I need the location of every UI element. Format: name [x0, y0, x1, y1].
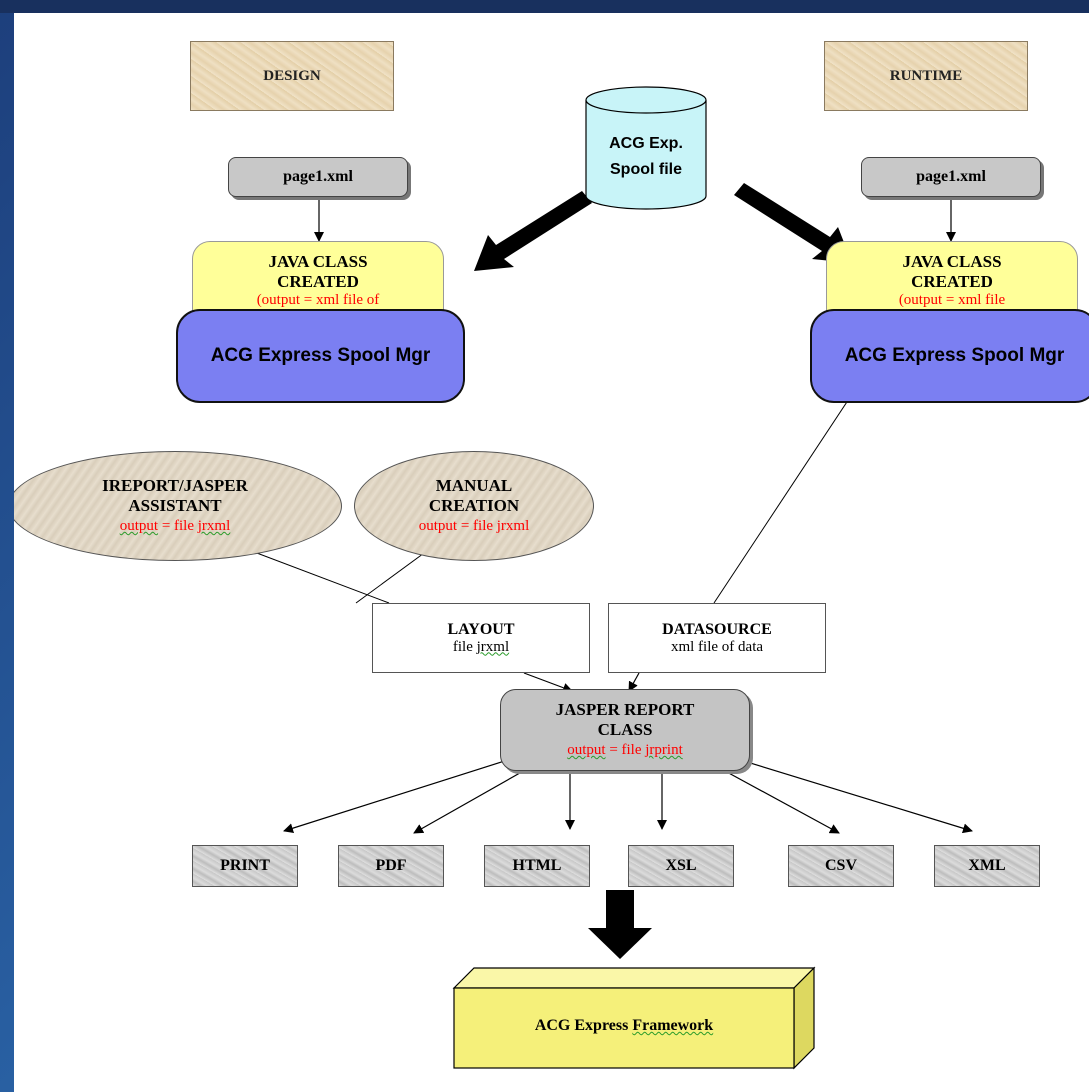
big-down-arrow — [588, 890, 652, 959]
datasource-sub: xml file of data — [670, 638, 764, 655]
ireport-line2: ASSISTANT — [128, 496, 222, 515]
jasper-output: output = file jrprint — [567, 740, 683, 760]
left-java-line2: CREATED — [277, 272, 359, 291]
layout-sub-file: jrxml — [476, 638, 510, 655]
jasper-line2: CLASS — [597, 720, 653, 739]
manual-line1: MANUAL — [435, 476, 513, 495]
thick-arrow-right — [734, 183, 852, 263]
arrow-to-print — [283, 757, 515, 834]
manual-output: output = file jrxml — [418, 518, 530, 534]
top-bar — [0, 0, 1089, 13]
runtime-label: RUNTIME — [824, 41, 1028, 111]
diagram-canvas: DESIGN RUNTIME ACG Exp. Spool file page1… — [14, 13, 1089, 1092]
spool-file-line2: Spool file — [610, 161, 682, 178]
layout-sub: file jrxml — [453, 639, 509, 656]
ireport-output: output = file jrxml — [120, 516, 231, 536]
spool-file-cylinder — [585, 86, 707, 210]
right-java-line2: CREATED — [911, 272, 993, 291]
arrow-to-pdf — [413, 764, 535, 834]
format-xml: XML — [934, 845, 1040, 887]
connector-layout-to-jasper — [523, 672, 573, 693]
design-label: DESIGN — [190, 41, 394, 111]
right-page-xml: page1.xml — [861, 157, 1041, 197]
connector-datasource-to-jasper — [628, 672, 640, 692]
framework-prefix: ACG Express — [534, 1017, 633, 1034]
left-page-xml: page1.xml — [228, 157, 408, 197]
jasper-line1: JASPER REPORT — [555, 700, 695, 719]
spool-file-line1: ACG Exp. — [609, 135, 683, 152]
arrow-to-xml — [733, 757, 973, 834]
spool-file-label: ACG Exp. Spool file — [588, 131, 704, 183]
layout-sub-prefix: file — [452, 638, 477, 655]
left-java-output: (output = xml file of — [256, 292, 380, 308]
right-spool-manager: ACG Express Spool Mgr — [810, 309, 1089, 403]
manual-creation-ellipse: MANUAL CREATION output = file jrxml — [354, 451, 594, 561]
right-java-line1: JAVA CLASS — [902, 252, 1002, 271]
manual-line2: CREATION — [428, 496, 520, 515]
layout-title: LAYOUT — [447, 620, 515, 638]
jasper-report-class: JASPER REPORT CLASS output = file jrprin… — [500, 689, 750, 771]
datasource-box: DATASOURCE xml file of data — [608, 603, 826, 673]
ireport-line1: IREPORT/JASPER — [102, 476, 248, 495]
format-print: PRINT — [192, 845, 298, 887]
ireport-output-file: jrxml — [197, 518, 231, 534]
framework-box — [452, 966, 816, 1070]
layout-box: LAYOUT file jrxml — [372, 603, 590, 673]
thick-arrow-left — [474, 191, 592, 271]
jasper-output-file: jrprint — [645, 742, 683, 758]
ireport-output-rest: = file — [158, 518, 198, 534]
framework-label: ACG Express Framework — [454, 1017, 794, 1035]
format-pdf: PDF — [338, 845, 444, 887]
left-java-line1: JAVA CLASS — [268, 252, 368, 271]
format-html: HTML — [484, 845, 590, 887]
left-spool-manager: ACG Express Spool Mgr — [176, 309, 465, 403]
format-xsl: XSL — [628, 845, 734, 887]
format-csv: CSV — [788, 845, 894, 887]
connectors-layer — [203, 86, 973, 1070]
framework-word: Framework — [632, 1017, 714, 1034]
datasource-title: DATASOURCE — [662, 620, 772, 638]
arrow-to-csv — [713, 764, 840, 834]
jasper-output-word: output — [567, 742, 606, 758]
jasper-output-rest: = file — [605, 742, 646, 758]
ireport-output-word: output — [119, 518, 159, 534]
ireport-ellipse: IREPORT/JASPER ASSISTANT output = file j… — [14, 451, 342, 561]
right-java-output: (output = xml file — [898, 292, 1006, 308]
